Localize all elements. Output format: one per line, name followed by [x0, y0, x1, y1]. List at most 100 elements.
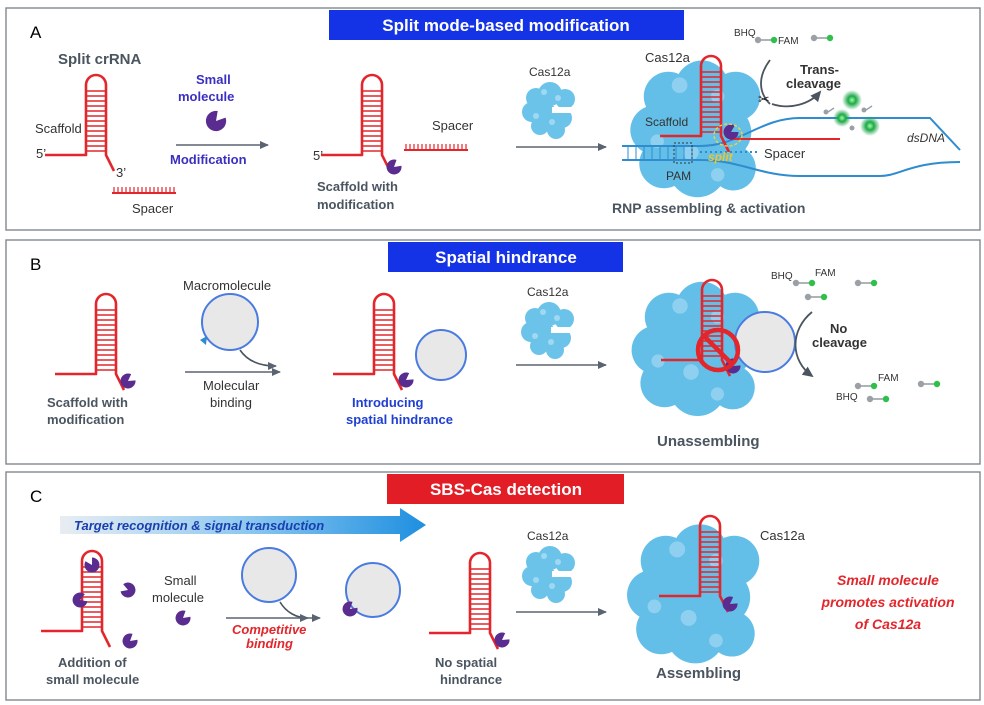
fam-label-b1: FAM — [815, 268, 836, 279]
small-molecule-c4 — [119, 631, 140, 652]
scaffold-modification-icon-b1 — [117, 371, 138, 392]
spacer-strand-2 — [403, 143, 469, 151]
scissors-icon: ✂ — [758, 91, 770, 107]
hindrance-label: hindrance — [440, 672, 502, 687]
modification-label: Modification — [170, 152, 247, 167]
scaffold-modification-icon-b2 — [395, 370, 416, 391]
promotes-line-1: Small molecule — [837, 572, 939, 588]
fam-label-b2: FAM — [878, 373, 899, 384]
cas12a-label-b: Cas12a — [527, 285, 569, 299]
panel-b-title: Spatial hindrance — [435, 248, 577, 267]
macromolecule-circle — [201, 293, 259, 351]
small-molecule-label: small molecule — [46, 672, 139, 687]
bhq-label-b1: BHQ — [771, 271, 793, 282]
modification-label-2: modification — [317, 197, 394, 212]
cas12a-label-c2: Cas12a — [760, 528, 806, 543]
small-label-c: Small — [164, 573, 197, 588]
molecule-label: molecule — [178, 89, 234, 104]
dsdna-strands — [622, 117, 961, 177]
cas12a-label-1: Cas12a — [529, 65, 571, 79]
panel-b-title-box — [388, 242, 623, 272]
cas12a-protein-small — [522, 82, 578, 139]
panel-a-letter: A — [30, 23, 42, 42]
cleavage-label-b: cleavage — [812, 335, 867, 350]
scaffold-modification-icon-c — [491, 630, 512, 651]
scaffold-with-label: Scaffold with — [317, 179, 398, 194]
panel-c-letter: C — [30, 487, 42, 506]
scaffold-modification-icon — [383, 157, 404, 178]
macromolecule-label: Macromolecule — [183, 278, 271, 293]
five-prime-label-2: 5’ — [313, 148, 323, 163]
reporter-probe-b5 — [865, 394, 891, 404]
spacer-label: Spacer — [132, 201, 174, 216]
panel-a-frame — [5, 7, 981, 231]
assembling-label: Assembling — [656, 665, 741, 682]
spatial-hindrance-label: spatial hindrance — [346, 412, 453, 427]
panel-b-letter: B — [30, 255, 41, 274]
cas12a-protein-small-b — [521, 302, 577, 359]
spacer-strand — [111, 186, 177, 194]
small-molecule-c3 — [119, 580, 138, 600]
scaffold-label-2: Scaffold — [645, 115, 688, 129]
binding-site-icon — [200, 336, 207, 345]
small-label: Small — [196, 72, 231, 87]
three-prime-label: 3’ — [116, 165, 126, 180]
addition-of-label: Addition of — [58, 655, 127, 670]
trans-label: Trans- — [800, 62, 839, 77]
split-label: split — [708, 150, 734, 164]
macromolecule-circle-b3 — [734, 311, 796, 373]
binding-label: binding — [210, 395, 252, 410]
pam-label: PAM — [666, 169, 691, 183]
scaffold-hairpin-b2 — [331, 292, 404, 392]
binding-curve-arrow — [239, 349, 277, 370]
panel-c-title-box — [387, 474, 624, 504]
rnp-assembling-label: RNP assembling & activation — [612, 200, 805, 216]
dsdna-label: dsDNA — [907, 131, 945, 145]
reporter-probe-b2 — [803, 292, 829, 302]
reporter-probe-b3 — [853, 278, 879, 288]
cas12a-protein-large-c — [627, 524, 760, 664]
reporter-probe-b1 — [791, 278, 817, 288]
fluorescence-signal-icon — [823, 90, 880, 136]
five-prime-label: 5’ — [36, 146, 46, 161]
competitive-label: Competitive — [232, 622, 306, 637]
cas12a-label-c1: Cas12a — [527, 529, 569, 543]
no-spatial-label: No spatial — [435, 655, 497, 670]
macromolecule-circle-c2 — [345, 562, 401, 618]
scaffold-hairpin-b1 — [53, 292, 126, 392]
blocked-icon — [695, 327, 741, 373]
cleavage-label: cleavage — [786, 76, 841, 91]
macromolecule-circle-b2 — [415, 329, 467, 381]
reporter-probe-b6 — [916, 379, 942, 389]
reporter-probe-a1 — [753, 35, 779, 45]
reporter-probe-a2 — [809, 33, 835, 43]
panel-a-title-box — [329, 10, 684, 40]
target-recognition-label: Target recognition & signal transduction — [74, 518, 324, 533]
introducing-label: Introducing — [352, 395, 424, 410]
bhq-label-b2: BHQ — [836, 392, 858, 403]
modification-label-b: modification — [47, 412, 124, 427]
split-highlight — [713, 123, 743, 147]
cleavage-arc-left — [760, 59, 771, 105]
fam-label-a: FAM — [778, 36, 799, 47]
promotes-line-2: promotes activation — [820, 594, 954, 610]
unassembling-label: Unassembling — [657, 433, 760, 450]
promotes-line-3: of Cas12a — [855, 616, 921, 632]
cas12a-label-2: Cas12a — [645, 50, 691, 65]
split-crrna-label: Split crRNA — [58, 51, 142, 68]
competitive-curve-arrow — [279, 601, 309, 622]
trans-cleavage-arrow — [771, 90, 822, 108]
small-molecule-c5 — [172, 608, 193, 629]
panel-c-frame — [5, 471, 981, 701]
no-label: No — [830, 321, 847, 336]
molecule-label-c: molecule — [152, 590, 204, 605]
scaffold-with-label-b: Scaffold with — [47, 395, 128, 410]
scaffold-hairpin-c2 — [427, 551, 500, 651]
scaffold-label: Scaffold — [35, 121, 82, 136]
target-recognition-arrow — [60, 508, 426, 542]
cas12a-protein-small-c — [522, 546, 578, 603]
panel-c-title: SBS-Cas detection — [430, 480, 582, 499]
spacer-label-3: Spacer — [764, 146, 806, 161]
binding-label-c: binding — [246, 636, 293, 651]
